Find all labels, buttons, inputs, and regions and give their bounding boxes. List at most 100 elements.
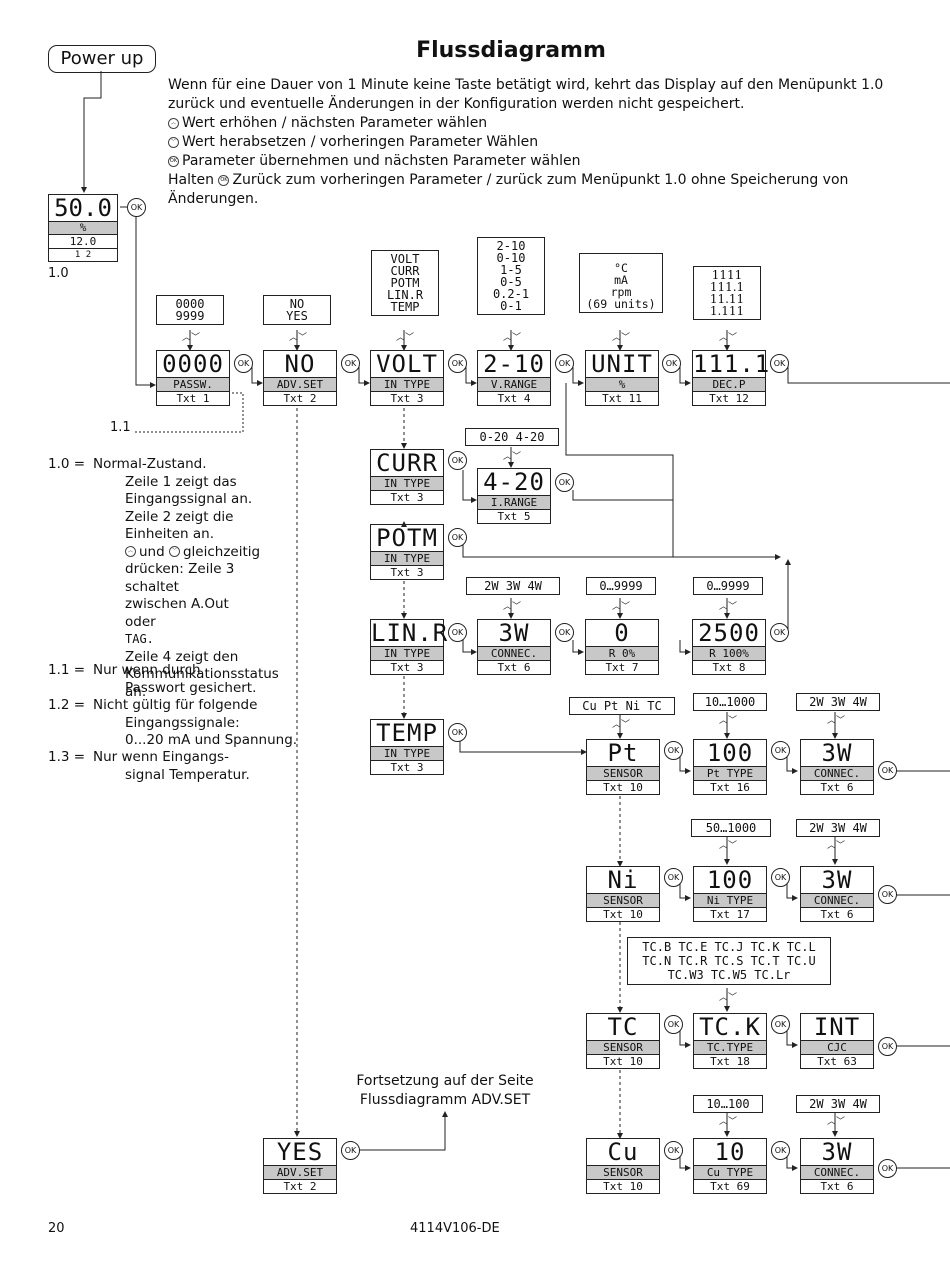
- up-down-icon: ︿﹀: [612, 720, 631, 730]
- up-down-icon: ︿﹀: [612, 602, 631, 612]
- options-r100: 0…9999: [693, 577, 763, 595]
- display-text-id: Txt 10: [586, 1054, 660, 1069]
- option-value: mA: [614, 273, 628, 287]
- display-text-id: Txt 16: [693, 780, 767, 795]
- up-down-icon: ︿﹀: [612, 333, 631, 343]
- up-down-icon: ︿﹀: [503, 602, 522, 612]
- display-value: NO: [263, 350, 337, 378]
- display-value: 3W: [800, 866, 874, 894]
- ok-button-icon: OK: [448, 623, 467, 642]
- note-key: 1.1 =: [48, 662, 86, 678]
- note-line: drücken: Zeile 3 schaltet: [125, 561, 235, 595]
- display-value: Pt: [586, 739, 660, 767]
- display-param: SENSOR: [586, 1041, 660, 1054]
- intro-line: Wenn für eine Dauer von 1 Minute keine T…: [168, 77, 884, 93]
- ok-button-icon: OK: [771, 1141, 790, 1160]
- display-param: R 0%: [585, 647, 659, 660]
- display-param: CONNEC.: [477, 647, 551, 660]
- display-value: INT: [800, 1013, 874, 1041]
- display-value: TC: [586, 1013, 660, 1041]
- display-param: I.RANGE: [477, 496, 551, 509]
- display-value: 0: [585, 619, 659, 647]
- ok-button-icon: OK: [878, 1159, 897, 1178]
- down-arrow-icon: ﹀: [168, 136, 179, 148]
- display-param: CONNEC.: [800, 894, 874, 907]
- ok-button-icon: OK: [341, 354, 360, 373]
- options-irange: 0-20 4-20: [465, 428, 559, 446]
- display-value: 2-10: [477, 350, 551, 378]
- main-display-label: 1.0: [48, 266, 69, 281]
- display-text-id: Txt 3: [370, 660, 444, 675]
- up-down-icon: ︿﹀: [503, 452, 522, 462]
- display-text-id: Txt 6: [800, 907, 874, 922]
- display-param: IN TYPE: [370, 647, 444, 660]
- display-value: Ni: [586, 866, 660, 894]
- display-param: CJC: [800, 1041, 874, 1054]
- ok-button-icon: OK: [771, 741, 790, 760]
- note-line: Eingangssignal an.: [125, 491, 253, 507]
- ok-button-icon: OK: [341, 1141, 360, 1160]
- display-text-id: Txt 3: [370, 391, 444, 406]
- display-param: IN TYPE: [370, 747, 444, 760]
- power-up-badge: Power up: [48, 45, 156, 73]
- options-connec-cu: 2W 3W 4W: [796, 1095, 880, 1113]
- note-line: und: [139, 543, 165, 560]
- display-param: V.RANGE: [477, 378, 551, 391]
- note-key: 1.2 =: [48, 697, 86, 713]
- option-value: YES: [286, 309, 308, 323]
- options-pttype: 10…1000: [693, 693, 767, 711]
- display-text-id: Txt 17: [693, 907, 767, 922]
- up-down-icon: ︿﹀: [503, 333, 522, 343]
- display-text-id: Txt 6: [477, 660, 551, 675]
- display-text-id: Txt 7: [585, 660, 659, 675]
- options-nitype: 50…1000: [691, 819, 771, 837]
- intro-text: Wenn für eine Dauer von 1 Minute keine T…: [168, 76, 884, 209]
- display-text-id: Txt 18: [693, 1054, 767, 1069]
- display-value: 3W: [800, 1138, 874, 1166]
- up-down-icon: ︿﹀: [289, 333, 308, 343]
- display-unit: UNIT%Txt 11: [585, 350, 659, 406]
- ok-button-icon: OK: [448, 528, 467, 547]
- option-value: 0-5: [500, 275, 522, 289]
- display-param: SENSOR: [586, 894, 660, 907]
- ok-button-icon: OK: [234, 354, 253, 373]
- legend-hold-text-2: Änderungen.: [168, 191, 259, 207]
- display-value: 0000: [156, 350, 230, 378]
- ok-button-icon: OK: [218, 174, 230, 186]
- up-arrow-icon: ︿: [125, 546, 136, 557]
- display-text-id: Txt 3: [370, 490, 444, 505]
- display-value: VOLT: [370, 350, 444, 378]
- note-line: signal Temperatur.: [125, 766, 250, 783]
- options-r0: 0…9999: [586, 577, 656, 595]
- up-arrow-icon: ︿: [168, 117, 179, 129]
- option-value: 0-1: [500, 299, 522, 313]
- display-text-id: Txt 5: [477, 509, 551, 524]
- up-down-icon: ︿﹀: [396, 333, 415, 343]
- ok-button-icon: OK: [168, 155, 179, 167]
- display-value: TC.K: [693, 1013, 767, 1041]
- main-display: 50.0 % 12.0 1 2: [48, 194, 118, 262]
- note-1-3: 1.3 =Nur wenn Eingangs-signal Temperatur…: [48, 749, 250, 784]
- display-text-id: Txt 1: [156, 391, 230, 406]
- display-text-id: Txt 3: [370, 565, 444, 580]
- legend-down: ﹀Wert herabsetzen / vorheringen Paramete…: [168, 133, 858, 152]
- option-value: 0000: [175, 297, 205, 311]
- display-value: TEMP: [370, 719, 444, 747]
- display-text-id: Txt 10: [586, 907, 660, 922]
- main-display-line3: 12.0: [48, 234, 118, 249]
- ok-button-icon: OK: [662, 354, 681, 373]
